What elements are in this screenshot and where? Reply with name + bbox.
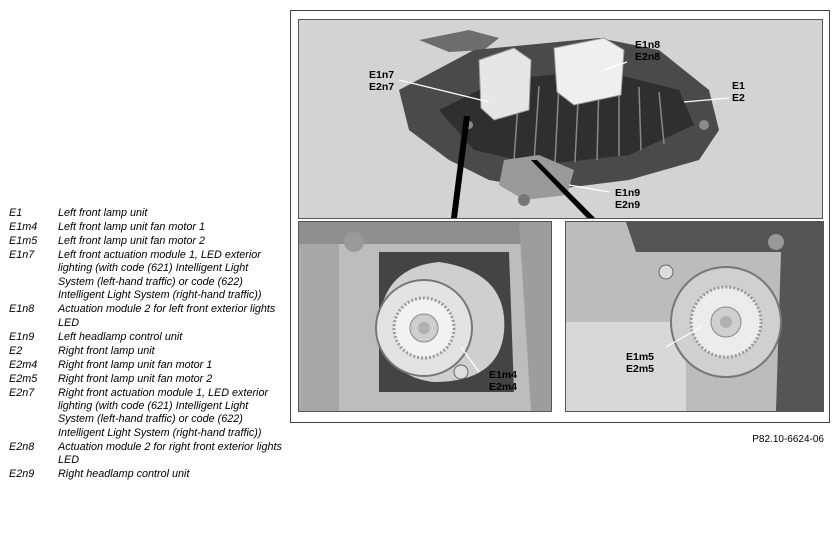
- callout-m5: E1m5 E2m5: [626, 351, 655, 375]
- figure-reference-id: P82.10-6624-06: [752, 434, 824, 445]
- headlamp-unit-drawing: [299, 20, 822, 218]
- callout-n7: E1n7 E2n7: [369, 69, 395, 93]
- callout-n9: E1n9 E2n9: [615, 187, 641, 211]
- headlamp-unit-photo: E1n8 E2n8 E1n7 E2n7 E1 E2 E1n9 E2n9: [298, 19, 823, 219]
- callout-n8: E1n8 E2n8: [635, 39, 661, 63]
- fan-motor-1-drawing: [299, 222, 551, 411]
- lamp-unit-figure: E1n8 E2n8 E1n7 E2n7 E1 E2 E1n9 E2n9: [290, 10, 830, 423]
- callout-m4: E1m4 E2m4: [489, 369, 518, 393]
- fan-motor-1-detail-photo: E1m4 E2m4: [298, 221, 552, 412]
- fan-motor-2-drawing: [566, 222, 823, 411]
- callout-e: E1 E2: [732, 80, 745, 104]
- fan-motor-2-detail-photo: E1m5 E2m5: [565, 221, 824, 412]
